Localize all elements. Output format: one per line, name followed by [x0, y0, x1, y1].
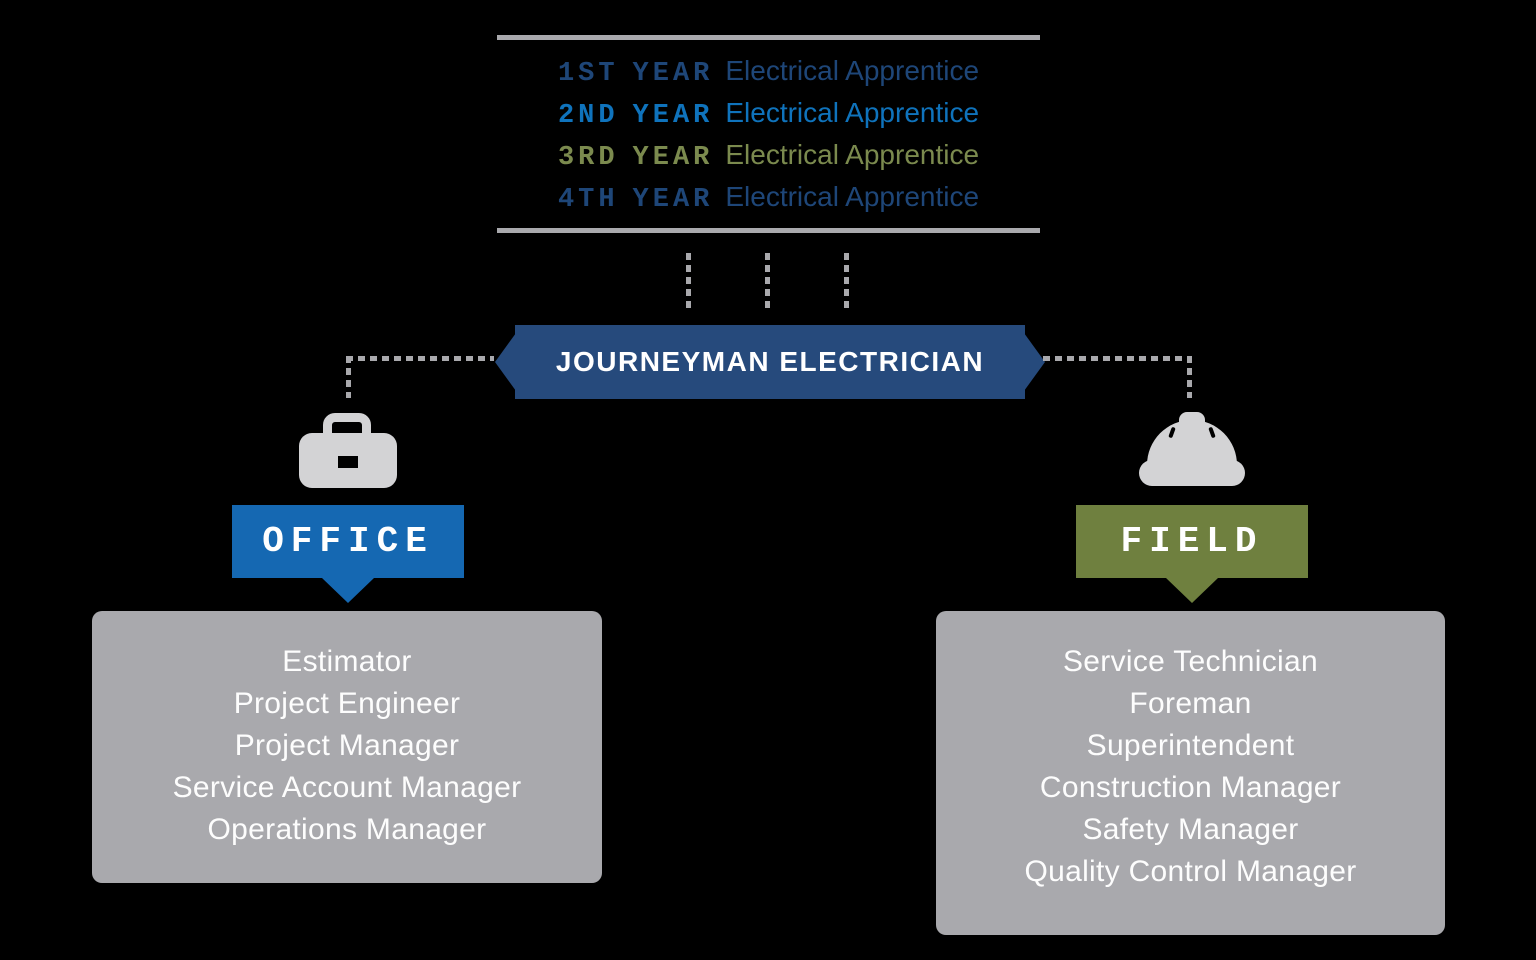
ordinal-label: 1ST [557, 59, 619, 89]
field-tag-label: FIELD [1120, 521, 1264, 562]
role-item: Operations Manager [207, 813, 487, 846]
hardhat-icon [1139, 410, 1245, 488]
role-item: Estimator [282, 645, 412, 678]
year-label: YEAR [632, 101, 714, 131]
field-tag: FIELD [1076, 505, 1308, 603]
dashed-connector-vertical [765, 253, 770, 309]
ordinal-label: 2ND [557, 101, 619, 131]
year-label: YEAR [632, 185, 714, 215]
ladder-row-4th-year: 4TH YEAR Electrical Apprentice [497, 176, 1040, 218]
office-roles-box: Estimator Project Engineer Project Manag… [92, 611, 602, 883]
ladder-rows: 1ST YEAR Electrical Apprentice 2ND YEAR Elec… [497, 40, 1040, 228]
briefcase-latch [338, 456, 358, 468]
apprentice-title: Electrical Apprentice [725, 97, 980, 128]
year-label: YEAR [632, 143, 714, 173]
briefcase-icon [298, 410, 398, 490]
office-tag-label: OFFICE [262, 521, 434, 562]
journeyman-banner: JOURNEYMAN ELECTRICIAN [515, 325, 1025, 399]
role-item: Project Engineer [233, 687, 461, 720]
dashed-connector-horizontal [1043, 356, 1192, 361]
role-item: Safety Manager [1082, 813, 1299, 846]
role-item: Quality Control Manager [1024, 855, 1357, 888]
apprentice-title: Electrical Apprentice [725, 139, 980, 170]
dashed-connector-vertical [844, 253, 849, 309]
ladder-row-2nd-year: 2ND YEAR Electrical Apprentice [497, 92, 1040, 134]
dashed-connector-horizontal [346, 356, 494, 361]
role-item: Project Manager [234, 729, 460, 762]
role-item: Service Technician [1063, 645, 1318, 678]
dashed-connector-vertical [1187, 356, 1192, 398]
divider-bottom [497, 228, 1040, 233]
ordinal-label: 3RD [557, 143, 619, 173]
office-tag: OFFICE [232, 505, 464, 603]
role-item: Superintendent [1086, 729, 1295, 762]
ordinal-label: 4TH [557, 185, 619, 215]
role-item: Foreman [1129, 687, 1252, 720]
journeyman-label: JOURNEYMAN ELECTRICIAN [555, 346, 985, 377]
apprentice-ladder: 1ST YEAR Electrical Apprentice 2ND YEAR Elec… [497, 35, 1040, 233]
ladder-row-3rd-year: 3RD YEAR Electrical Apprentice [497, 134, 1040, 176]
field-roles-box: Service Technician Foreman Superintenden… [936, 611, 1445, 935]
apprentice-title: Electrical Apprentice [725, 181, 980, 212]
ladder-row-1st-year: 1ST YEAR Electrical Apprentice [497, 50, 1040, 92]
hardhat-brim [1139, 460, 1245, 486]
year-label: YEAR [632, 59, 714, 89]
role-item: Construction Manager [1039, 771, 1342, 804]
dashed-connector-vertical [686, 253, 691, 309]
apprentice-title: Electrical Apprentice [725, 55, 980, 86]
dashed-connector-vertical [346, 356, 351, 398]
role-item: Service Account Manager [172, 771, 522, 804]
divider-top [497, 35, 1040, 40]
